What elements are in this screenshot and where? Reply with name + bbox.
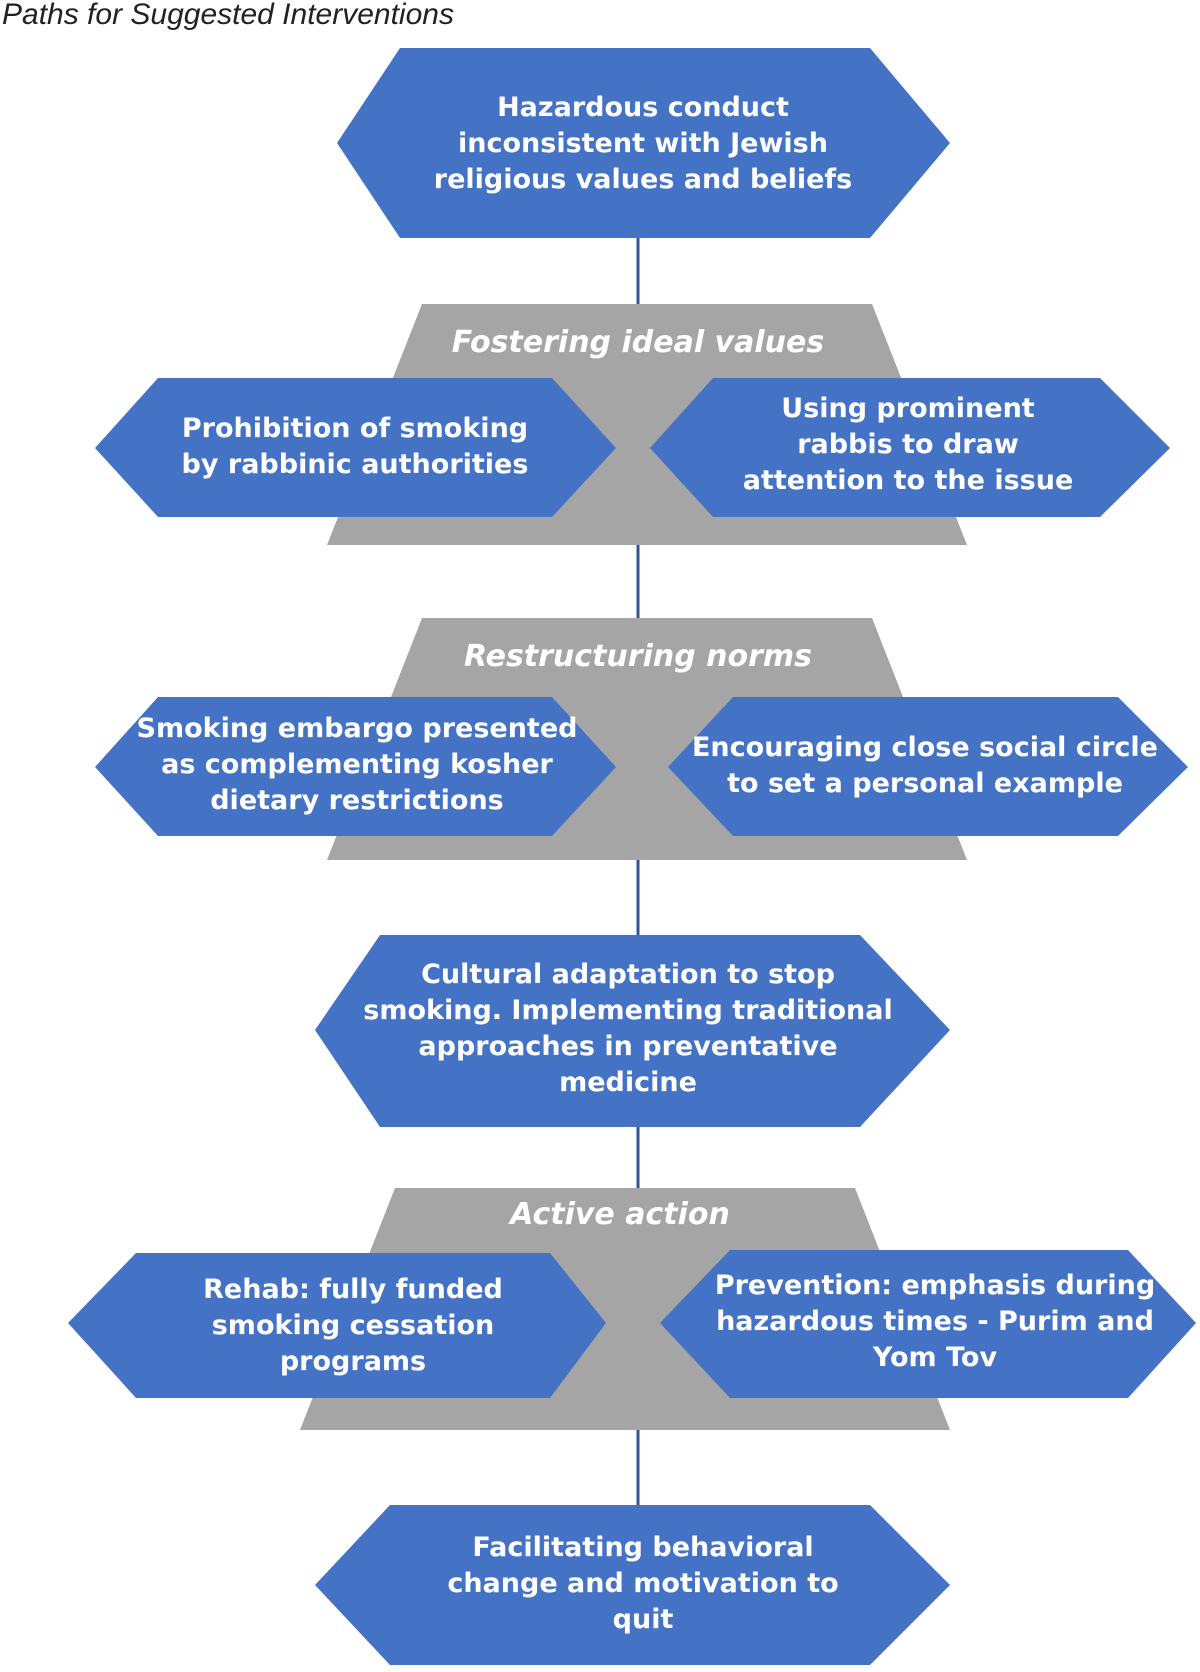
node-smoking-embargo-text-line: as complementing kosher xyxy=(161,749,553,780)
node-prevention-text-line: Prevention: emphasis during xyxy=(715,1270,1155,1301)
node-behavioral-change-text-line: Facilitating behavioral xyxy=(472,1532,813,1563)
node-behavioral-change-text-line: change and motivation to xyxy=(447,1568,838,1599)
band-label-fostering: Fostering ideal values xyxy=(452,325,824,360)
node-prevention-text: Prevention: emphasis during hazardous tim… xyxy=(715,1270,1155,1373)
band-label-active: Active action xyxy=(508,1197,730,1232)
band-label-restructuring: Restructuring norms xyxy=(464,639,812,674)
node-smoking-embargo-text-line: Smoking embargo presented xyxy=(137,713,578,744)
node-hazardous-conduct-text-line: inconsistent with Jewish xyxy=(458,128,828,159)
node-prominent-rabbis-text-line: Using prominent xyxy=(781,393,1035,424)
node-cultural-adaptation-text-line: medicine xyxy=(559,1067,697,1098)
node-smoking-embargo-text-line: dietary restrictions xyxy=(210,785,504,816)
node-behavioral-change-text-line: quit xyxy=(613,1604,674,1635)
node-close-social-circle-text-line: Encouraging close social circle xyxy=(692,732,1158,763)
node-rehab: Rehab: fully funded smoking cessation prog… xyxy=(68,1253,606,1398)
node-cultural-adaptation-text-line: Cultural adaptation to stop xyxy=(421,959,835,990)
node-prominent-rabbis-text: Using prominent rabbis to draw attention t… xyxy=(743,393,1074,496)
node-prohibition-of-smoking-text-line: Prohibition of smoking xyxy=(182,413,528,444)
node-cultural-adaptation-text: Cultural adaptation to stop smoking. Impl… xyxy=(363,959,892,1098)
node-close-social-circle: Encouraging close social circle to set a … xyxy=(668,697,1188,836)
node-hazardous-conduct-text: Hazardous conduct inconsistent with Jewis… xyxy=(434,92,853,195)
node-prominent-rabbis: Using prominent rabbis to draw attention t… xyxy=(650,378,1170,517)
node-smoking-embargo: Smoking embargo presented as complementin… xyxy=(95,697,616,836)
node-prevention-text-line: Yom Tov xyxy=(872,1342,998,1373)
node-close-social-circle-text: Encouraging close social circle to set a … xyxy=(692,732,1158,799)
node-prohibition-of-smoking: Prohibition of smoking by rabbinic author… xyxy=(95,378,616,517)
node-close-social-circle-text-line: to set a personal example xyxy=(727,768,1123,799)
node-cultural-adaptation: Cultural adaptation to stop smoking. Impl… xyxy=(315,935,950,1127)
node-rehab-text: Rehab: fully funded smoking cessation prog… xyxy=(203,1274,503,1377)
node-hazardous-conduct: Hazardous conduct inconsistent with Jewis… xyxy=(337,48,950,238)
node-prohibition-of-smoking-text-line: by rabbinic authorities xyxy=(182,449,529,480)
node-rehab-text-line: smoking cessation xyxy=(212,1310,495,1341)
node-prohibition-of-smoking-text: Prohibition of smoking by rabbinic author… xyxy=(182,413,529,480)
node-behavioral-change: Facilitating behavioral change and motiva… xyxy=(315,1505,950,1665)
node-hazardous-conduct-text-line: Hazardous conduct xyxy=(497,92,789,123)
node-hazardous-conduct-text-line: religious values and beliefs xyxy=(434,164,853,195)
node-prominent-rabbis-text-line: attention to the issue xyxy=(743,465,1074,496)
node-prominent-rabbis-text-line: rabbis to draw xyxy=(797,429,1019,460)
nodes: Hazardous conduct inconsistent with Jewis… xyxy=(68,48,1196,1665)
node-behavioral-change-text: Facilitating behavioral change and motiva… xyxy=(447,1532,838,1635)
node-prevention-text-line: hazardous times - Purim and xyxy=(716,1306,1154,1337)
node-prevention: Prevention: emphasis during hazardous tim… xyxy=(660,1250,1196,1398)
figure-caption: Paths for Suggested Interventions xyxy=(2,0,454,31)
node-rehab-text-line: programs xyxy=(280,1346,426,1377)
node-smoking-embargo-text: Smoking embargo presented as complementin… xyxy=(137,713,578,816)
node-cultural-adaptation-text-line: approaches in preventative xyxy=(418,1031,837,1062)
node-cultural-adaptation-text-line: smoking. Implementing traditional xyxy=(363,995,892,1026)
node-rehab-text-line: Rehab: fully funded xyxy=(203,1274,503,1305)
